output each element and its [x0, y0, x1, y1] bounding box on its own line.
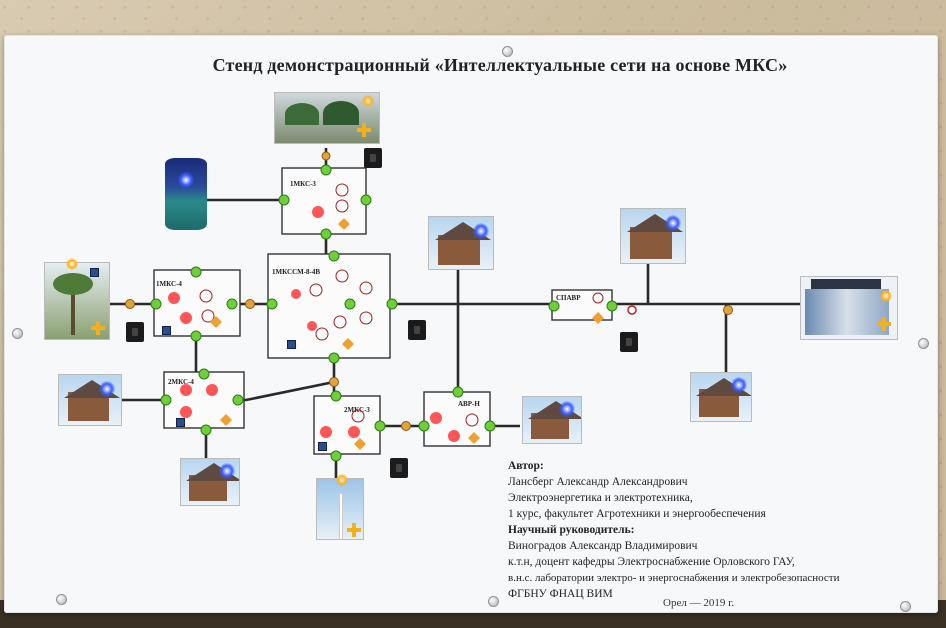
- author-info: Автор: Лансберг Александр Александрович …: [500, 458, 930, 602]
- toggle-switch[interactable]: [126, 322, 144, 342]
- blue-led-icon: [178, 172, 194, 188]
- node-label-mks4-lower: 2МКС-4: [168, 378, 194, 386]
- biogas-plant-photo: [274, 92, 380, 144]
- house-photo: [690, 372, 752, 422]
- board-title: Стенд демонстрационный «Интеллектуальные…: [212, 55, 788, 75]
- author-course: 1 курс, факультет Агротехники и энергооб…: [508, 508, 766, 520]
- indicator-square: [287, 340, 296, 349]
- advisor-heading: Научный руководитель:: [508, 524, 635, 536]
- indicator-square: [162, 326, 171, 335]
- palm-photo: [44, 262, 110, 340]
- indicator-square: [318, 442, 327, 451]
- toggle-switch[interactable]: [620, 332, 638, 352]
- blue-led-icon: [99, 381, 115, 397]
- screw: [56, 594, 67, 605]
- author-heading: Автор:: [508, 460, 544, 472]
- indicator-square: [90, 268, 99, 277]
- plus-icon: [357, 123, 371, 137]
- water-tank: [165, 158, 207, 230]
- toggle-switch[interactable]: [390, 458, 408, 478]
- screw: [488, 596, 499, 607]
- screw: [502, 46, 513, 57]
- advisor-line3: ФГБНУ ФНАЦ ВИМ: [508, 588, 613, 600]
- node-label-spavr: СПАВР: [556, 294, 581, 302]
- plus-icon: [877, 317, 891, 331]
- substation-photo: [800, 276, 898, 340]
- house-photo: [428, 216, 494, 270]
- advisor-line2: в.н.с. лаборатории электро- и энергоснаб…: [508, 572, 840, 584]
- advisor-line1: к.т.н, доцент кафедры Электроснабжение О…: [508, 556, 795, 568]
- toggle-switch[interactable]: [408, 320, 426, 340]
- author-field: Электроэнергетика и электротехника,: [508, 492, 693, 504]
- node-label-avr: АВР-Н: [458, 400, 480, 408]
- toggle-switch[interactable]: [364, 148, 382, 168]
- screw: [12, 328, 23, 339]
- plus-icon: [347, 523, 361, 537]
- blue-led-icon: [559, 401, 575, 417]
- orange-led-icon: [880, 290, 892, 302]
- node-label-mkssm: 1МКССМ-8-4В: [272, 268, 320, 276]
- house-photo: [620, 208, 686, 264]
- node-label-mks3-top: 1МКС-3: [290, 180, 316, 188]
- screw: [918, 338, 929, 349]
- city-year: Орел — 2019 г.: [663, 597, 735, 609]
- orange-led-icon: [362, 95, 374, 107]
- orange-led-icon: [336, 474, 348, 486]
- author-name: Лансберг Александр Александрович: [508, 476, 688, 488]
- blue-led-icon: [731, 377, 747, 393]
- blue-led-icon: [473, 223, 489, 239]
- blue-led-icon: [219, 463, 235, 479]
- blue-led-icon: [665, 215, 681, 231]
- screw: [900, 601, 911, 612]
- house-photo: [58, 374, 122, 426]
- advisor-name: Виноградов Александр Владимирович: [508, 540, 698, 552]
- wind-turbine-photo: [316, 478, 364, 540]
- orange-led-icon: [66, 258, 78, 270]
- house-photo: [180, 458, 240, 506]
- indicator-square: [176, 418, 185, 427]
- house-photo: [522, 396, 582, 444]
- node-label-mks4: 1МКС-4: [156, 280, 182, 288]
- plus-icon: [91, 321, 105, 335]
